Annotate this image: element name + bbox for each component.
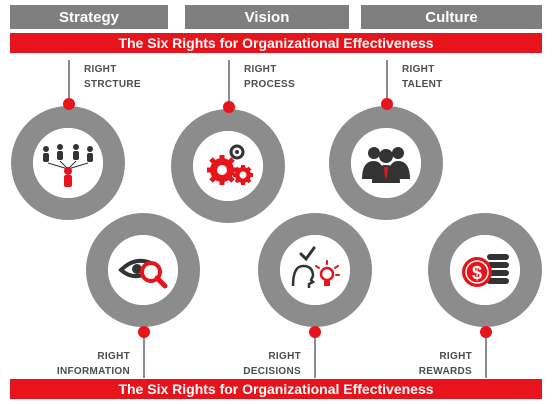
label-information-line1: RIGHT (97, 351, 130, 362)
dot-rewards (480, 326, 492, 338)
ring-decisions (258, 213, 372, 327)
label-information-line2: INFORMATION (56, 366, 130, 377)
team-icon (362, 147, 410, 183)
label-rewards: RIGHT REWARDS (419, 349, 472, 379)
label-process-line1: RIGHT (244, 64, 277, 75)
tab-strategy: Strategy (10, 5, 168, 29)
coins-icon: $ (462, 254, 509, 287)
dot-information (138, 326, 150, 338)
label-rewards-line2: REWARDS (418, 366, 472, 377)
label-process-line2: PROCESS (244, 79, 296, 90)
label-decisions-line2: DECISIONS (243, 366, 301, 377)
bottom-banner: The Six Rights for Organizational Effect… (10, 379, 542, 399)
dot-structure (63, 98, 75, 110)
ring-structure (11, 106, 125, 220)
dot-decisions (309, 326, 321, 338)
label-rewards-line1: RIGHT (439, 351, 472, 362)
label-decisions-line1: RIGHT (268, 351, 301, 362)
label-structure-line2: STRCTURE (84, 79, 141, 90)
label-structure-line1: RIGHT (84, 64, 117, 75)
label-talent-line1: RIGHT (402, 64, 435, 75)
org-structure-icon (43, 144, 93, 187)
dot-talent (381, 98, 393, 110)
eye-magnifier-icon (118, 258, 168, 289)
label-structure: RIGHT STRCTURE (84, 62, 141, 92)
top-banner: The Six Rights for Organizational Effect… (10, 33, 542, 53)
label-talent-line2: TALENT (402, 79, 443, 90)
decision-lightbulb-icon (291, 246, 340, 288)
svg-text:$: $ (472, 263, 482, 283)
label-process: RIGHT PROCESS (244, 62, 295, 92)
dot-process (223, 101, 235, 113)
label-talent: RIGHT TALENT (402, 62, 443, 92)
gears-icon (207, 144, 253, 185)
tab-culture: Culture (361, 5, 542, 29)
label-information: RIGHT INFORMATION (57, 349, 130, 379)
label-decisions: RIGHT DECISIONS (243, 349, 301, 379)
tab-vision: Vision (185, 5, 349, 29)
